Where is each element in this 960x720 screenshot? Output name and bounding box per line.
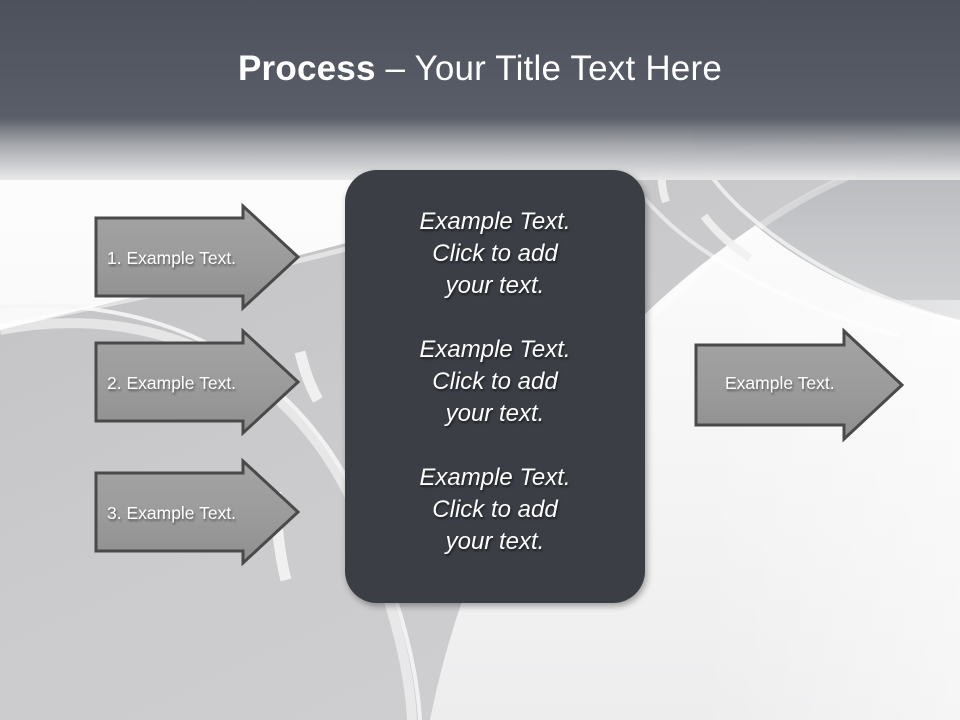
input-arrow-1[interactable]: 1. Example Text.: [93, 202, 301, 312]
arrow-right-shape-icon: [94, 457, 301, 567]
input-arrow-3[interactable]: 3. Example Text.: [93, 457, 301, 567]
page-title: Process – Your Title Text Here: [0, 47, 960, 91]
arrow-right-shape-icon: [694, 327, 905, 443]
output-arrow[interactable]: Example Text.: [693, 327, 905, 443]
page-title-rest: – Your Title Text Here: [375, 49, 722, 88]
panel-paragraph-1: Example Text. Click to add your text.: [419, 208, 571, 299]
input-arrow-2[interactable]: 2. Example Text.: [93, 327, 301, 437]
panel-paragraph-3: Example Text. Click to add your text.: [419, 464, 571, 555]
page-title-strong: Process: [238, 49, 376, 88]
panel-paragraph-2: Example Text. Click to add your text.: [419, 336, 571, 427]
center-content-panel[interactable]: Example Text. Click to add your text. Ex…: [345, 170, 645, 603]
arrow-right-shape-icon: [94, 202, 301, 312]
arrow-right-shape-icon: [94, 327, 301, 437]
